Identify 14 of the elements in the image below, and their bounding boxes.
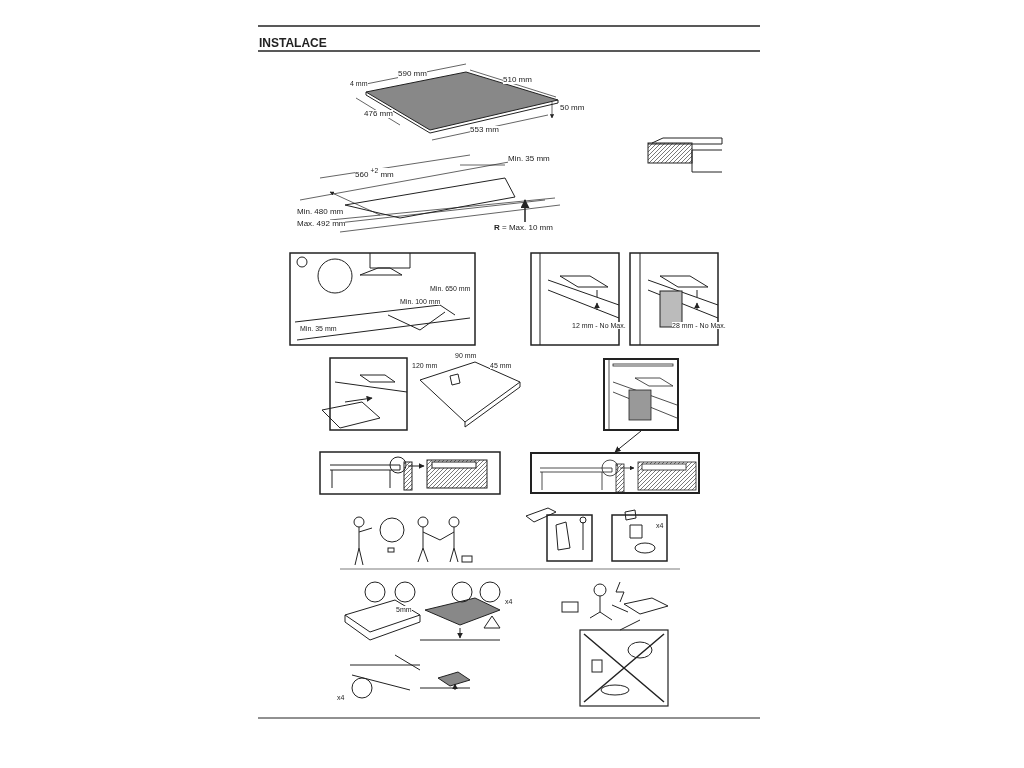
dimension-label: Min. 480 mm [297,208,344,216]
dimension-label: Max. 492 mm [297,220,346,228]
dimension-label: 510 mm [503,76,532,84]
arrow [614,430,642,453]
installation-picture [530,452,700,494]
dimension-label: 553 mm [470,126,499,134]
dimension-label: 590 mm [398,70,427,78]
dimension-label: 560 $^{+2}$ mm [355,168,394,179]
section-heading: INSTALACE [259,37,327,49]
dimension-label: 50 mm [560,104,585,112]
dimension-label: 476 mm [364,110,393,118]
installation-picture [603,358,679,431]
dimension-label: R = Max. 10 mm [494,224,553,232]
dimension-label: Min. 35 mm [508,155,550,163]
